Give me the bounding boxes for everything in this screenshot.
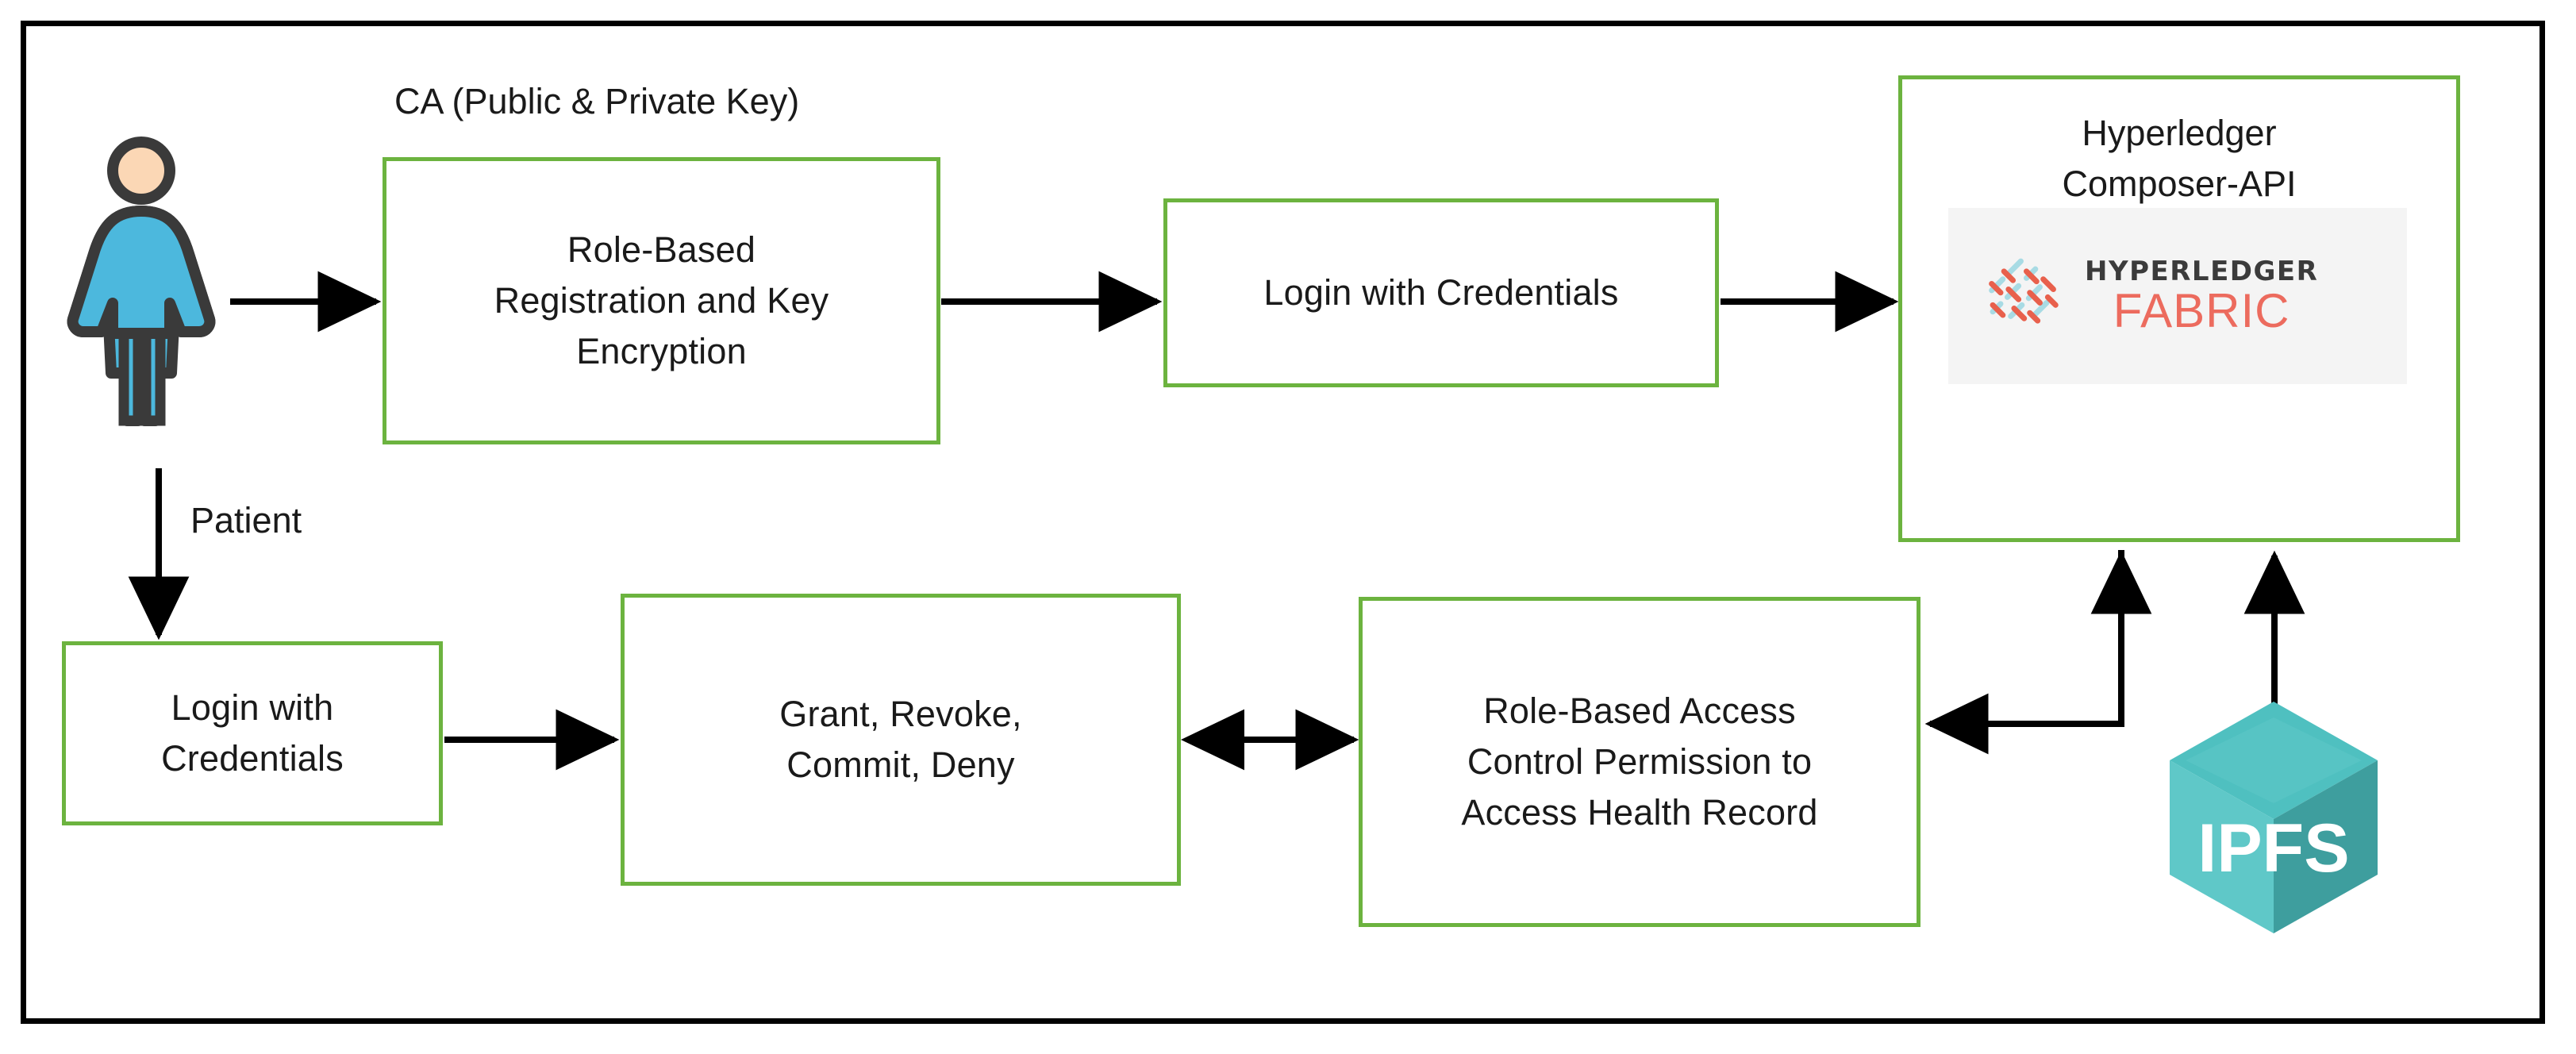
- hyperledger-fabric-mark-icon: [1989, 258, 2059, 324]
- hyperledger-fabric-logo-panel: HYPERLEDGER FABRIC: [1948, 208, 2407, 384]
- fabric-wordmark-top: HYPERLEDGER: [2085, 255, 2319, 287]
- box-role-based-access-control[interactable]: Role-Based Access Control Permission to …: [1359, 597, 1920, 927]
- box-login-with-credentials-top[interactable]: Login with Credentials: [1163, 198, 1719, 387]
- label-ca: CA (Public & Private Key): [394, 81, 800, 121]
- patient-person-icon: [62, 135, 221, 429]
- box-role-based-registration[interactable]: Role-Based Registration and Key Encrypti…: [383, 157, 940, 444]
- box-login-with-credentials-bottom[interactable]: Login with Credentials: [62, 641, 443, 825]
- box-rbac-text: Role-Based Access Control Permission to …: [1461, 690, 1818, 833]
- box-login-top-text: Login with Credentials: [1263, 272, 1619, 314]
- box-grant-text: Grant, Revoke, Commit, Deny: [779, 694, 1022, 785]
- box-hyperledger-composer-api[interactable]: Hyperledger Composer-API: [1898, 75, 2460, 542]
- fabric-wordmark-bottom: FABRIC: [2113, 283, 2290, 337]
- box-grant-revoke-commit-deny[interactable]: Grant, Revoke, Commit, Deny: [621, 594, 1181, 886]
- label-patient: Patient: [190, 500, 302, 540]
- hyperledger-title: Hyperledger Composer-API: [2062, 113, 2297, 204]
- box-login-bottom-text: Login with Credentials: [161, 687, 344, 779]
- ipfs-label: IPFS: [2197, 810, 2349, 887]
- ipfs-cube-icon: IPFS: [2167, 698, 2381, 937]
- hyperledger-fabric-wordmark: HYPERLEDGER FABRIC: [2085, 258, 2318, 335]
- box-registration-text: Role-Based Registration and Key Encrypti…: [494, 229, 829, 371]
